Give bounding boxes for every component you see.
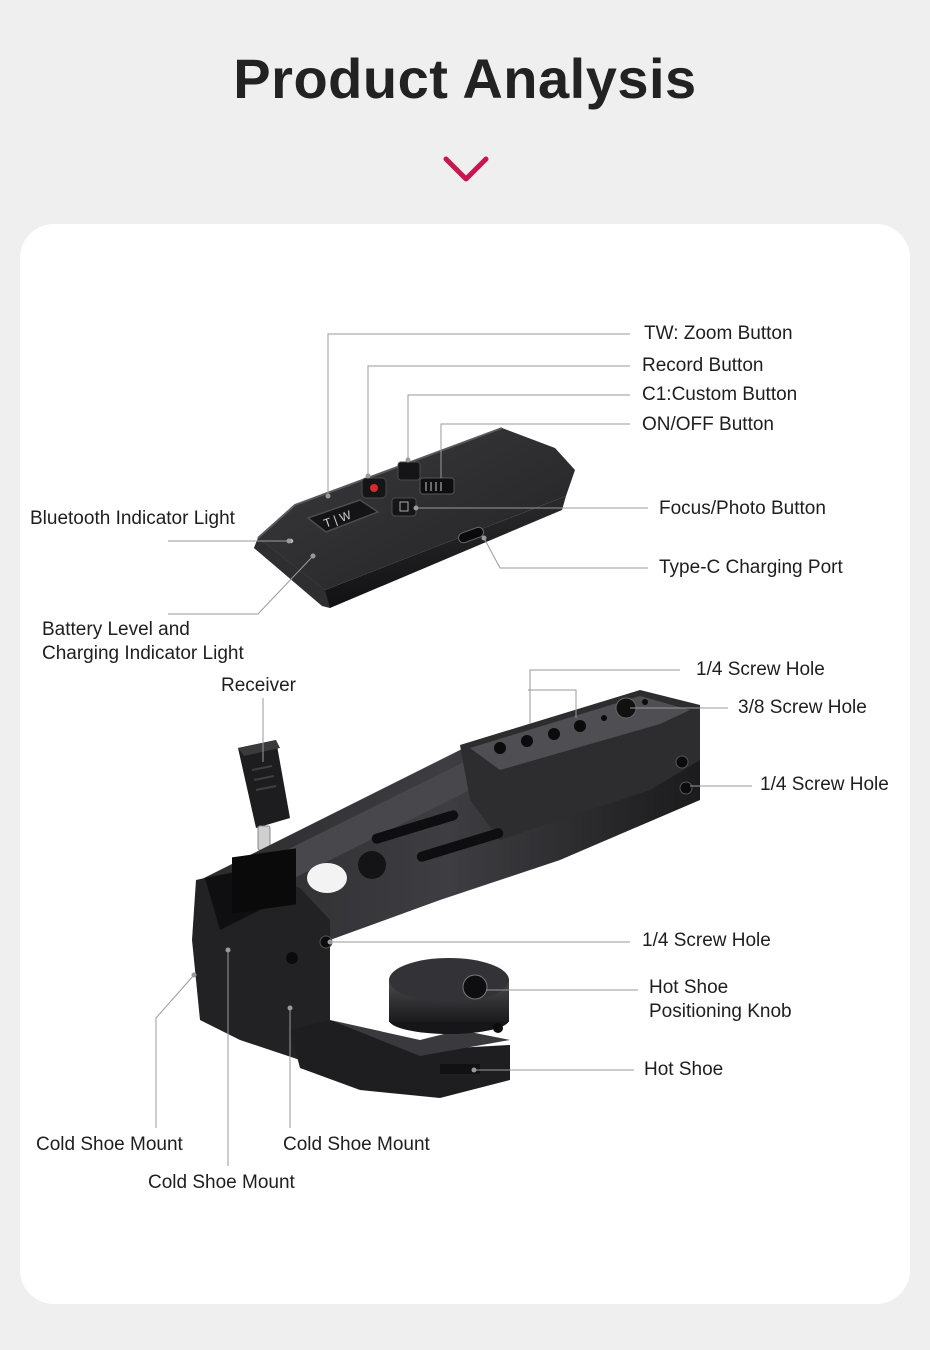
- focus-photo-button-shape: [391, 497, 417, 517]
- label-cold-shoe-mount-lower: Cold Shoe Mount: [148, 1172, 295, 1193]
- on-off-slider-shape: [419, 477, 455, 495]
- tw-zoom-button-shape: T | W: [306, 499, 380, 533]
- label-cold-shoe-mount-center: Cold Shoe Mount: [283, 1134, 430, 1155]
- label-c1-custom-button: C1:Custom Button: [642, 384, 798, 405]
- label-hot-shoe-knob-line1: Hot Shoe: [649, 977, 729, 998]
- label-tw-zoom-button: TW: Zoom Button: [644, 323, 793, 344]
- label-screw-hole-quarter-side: 1/4 Screw Hole: [760, 774, 889, 795]
- label-focus-photo-button: Focus/Photo Button: [659, 498, 826, 519]
- label-on-off-button: ON/OFF Button: [642, 414, 774, 435]
- receiver-dongle: [238, 740, 290, 851]
- c1-button-shape: [397, 461, 421, 481]
- leader-lines: [155, 333, 752, 1166]
- type-c-port-shape: [457, 526, 485, 544]
- label-type-c-charging-port: Type-C Charging Port: [659, 557, 843, 578]
- label-hot-shoe-knob-line2: Positioning Knob: [649, 1001, 792, 1022]
- chevron-down-icon: [443, 156, 489, 182]
- label-screw-hole-quarter-top: 1/4 Screw Hole: [696, 659, 825, 680]
- top-handle: [192, 690, 700, 1098]
- label-hot-shoe: Hot Shoe: [644, 1059, 724, 1080]
- page-title: Product Analysis: [233, 47, 697, 110]
- label-bluetooth-indicator-light: Bluetooth Indicator Light: [30, 508, 235, 529]
- label-screw-hole-three-eighths: 3/8 Screw Hole: [738, 697, 867, 718]
- label-screw-hole-quarter-lower: 1/4 Screw Hole: [642, 930, 771, 951]
- label-receiver: Receiver: [221, 675, 296, 696]
- label-battery-level-line2: Charging Indicator Light: [42, 643, 244, 664]
- record-button-shape: [361, 477, 387, 499]
- label-record-button: Record Button: [642, 355, 764, 376]
- label-battery-level-line1: Battery Level and: [42, 619, 190, 640]
- label-cold-shoe-mount-left: Cold Shoe Mount: [36, 1134, 183, 1155]
- remote-control: T | W: [254, 427, 575, 608]
